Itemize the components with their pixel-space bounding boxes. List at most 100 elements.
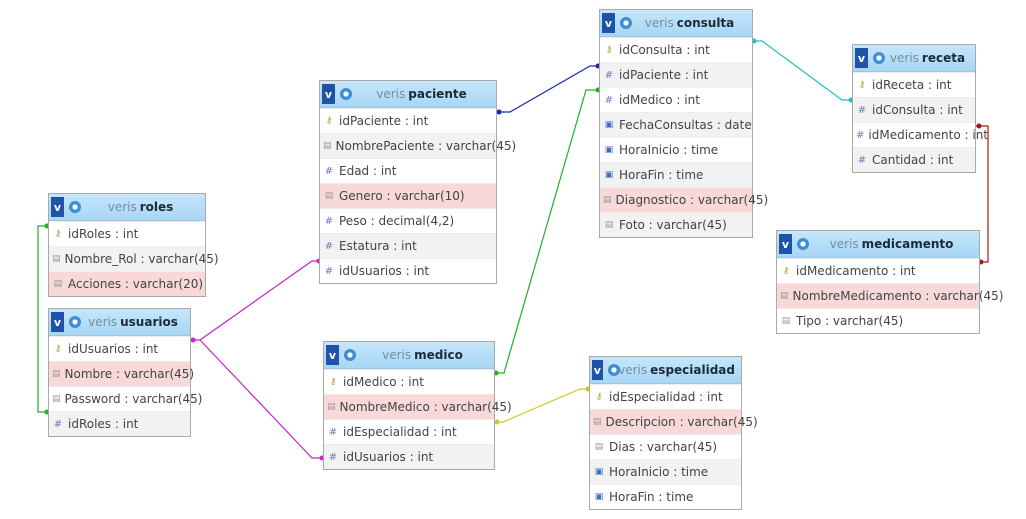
table-row[interactable]: ▣HoraFin : time (600, 162, 752, 187)
text-field-icon: ▤ (593, 417, 602, 427)
table-row[interactable]: ▤Acciones : varchar(20) (49, 271, 205, 296)
toggle-button[interactable]: v (602, 13, 615, 33)
table-row[interactable]: ▤Dias : varchar(45) (590, 434, 741, 459)
text-field-icon: ▤ (604, 220, 614, 230)
table-row[interactable]: ▣HoraInicio : time (590, 459, 741, 484)
table-row[interactable]: ⚷idConsulta : int (600, 37, 752, 62)
number-field-icon: # (857, 154, 867, 166)
table-row[interactable]: #Peso : decimal(4,2) (320, 208, 496, 233)
gear-icon[interactable] (607, 363, 620, 377)
table-row[interactable]: #idPaciente : int (600, 62, 752, 87)
gear-icon[interactable] (68, 200, 82, 214)
number-field-icon: # (604, 94, 614, 106)
relation-receta-medicamento (976, 125, 989, 263)
relation-consulta-paciente (497, 65, 600, 113)
date-field-icon: ▣ (604, 170, 614, 180)
table-row[interactable]: ⚷idRoles : int (49, 221, 205, 246)
gear-icon[interactable] (68, 315, 82, 329)
gear-icon[interactable] (872, 51, 886, 65)
table-row[interactable]: ⚷idUsuarios : int (49, 336, 190, 361)
toggle-button[interactable]: v (322, 84, 335, 104)
table-row[interactable]: ▣HoraInicio : time (600, 137, 752, 162)
number-field-icon: # (328, 451, 338, 463)
table-row[interactable]: #Estatura : int (320, 233, 496, 258)
toggle-button[interactable]: v (779, 234, 792, 254)
table-row[interactable]: ▣HoraFin : time (590, 484, 741, 509)
number-field-icon: # (856, 129, 865, 141)
key-icon: ⚷ (595, 392, 603, 402)
key-icon: ⚷ (54, 344, 62, 354)
toggle-button[interactable]: v (51, 197, 64, 217)
toggle-button[interactable]: v (592, 360, 603, 380)
number-field-icon: # (324, 215, 334, 227)
gear-icon[interactable] (619, 16, 633, 30)
toggle-button[interactable]: v (326, 345, 339, 365)
table-row[interactable]: #Edad : int (320, 158, 496, 183)
table-row[interactable]: ▤NombrePaciente : varchar(45) (320, 133, 516, 158)
table-row[interactable]: ▤NombreMedico : varchar(45) (324, 394, 512, 419)
key-icon: ⚷ (329, 377, 337, 387)
number-field-icon: # (604, 69, 614, 81)
gear-icon[interactable] (343, 348, 357, 362)
table-row[interactable]: #idEspecialidad : int (324, 419, 494, 444)
relation-medico-usuarios (199, 339, 324, 459)
toggle-button[interactable]: v (855, 48, 868, 68)
table-row[interactable]: ⚷idReceta : int (853, 72, 975, 97)
table-row[interactable]: ▤Tipo : varchar(45) (777, 308, 979, 333)
number-field-icon: # (53, 418, 63, 430)
relation-receta-consulta (752, 40, 852, 101)
table-row[interactable]: ⚷idPaciente : int (320, 108, 496, 133)
table-row[interactable]: ▤Nombre : varchar(45) (49, 361, 194, 386)
gear-icon[interactable] (796, 237, 810, 251)
table-row[interactable]: ⚷idMedicamento : int (777, 258, 979, 283)
table-row[interactable]: #idMedico : int (600, 87, 752, 112)
table-row[interactable]: #idUsuarios : int (320, 258, 496, 283)
key-icon: ⚷ (54, 229, 62, 239)
table-row[interactable]: ▤Password : varchar(45) (49, 386, 203, 411)
table-row[interactable]: ▤Nombre_Rol : varchar(45) (49, 246, 219, 271)
table-row[interactable]: ⚷idEspecialidad : int (590, 384, 741, 409)
table-row[interactable]: ▤Descripcion : varchar(45) (590, 409, 758, 434)
number-field-icon: # (324, 165, 334, 177)
table-row[interactable]: #Cantidad : int (853, 147, 975, 172)
table-row[interactable]: #idConsulta : int (853, 97, 975, 122)
table-row[interactable]: ▣FechaConsultas : date (600, 112, 752, 137)
table-row[interactable]: #idMedicamento : int (853, 122, 988, 147)
toggle-button[interactable]: v (51, 312, 64, 332)
table-row[interactable]: ▤Genero : varchar(10) (320, 183, 496, 208)
table-row[interactable]: ▤NombreMedicamento : varchar(45) (777, 283, 1003, 308)
table-row[interactable]: #idRoles : int (49, 411, 190, 436)
date-field-icon: ▣ (604, 120, 614, 130)
text-field-icon: ▤ (594, 442, 604, 452)
table-row[interactable]: ▤Diagnostico : varchar(45) (600, 187, 768, 212)
number-field-icon: # (324, 265, 334, 277)
table-row[interactable]: ⚷idMedico : int (324, 369, 494, 394)
table-row[interactable]: ▤Foto : varchar(45) (600, 212, 752, 237)
gear-icon[interactable] (339, 87, 353, 101)
table-row[interactable]: #idUsuarios : int (324, 444, 494, 469)
number-field-icon: # (857, 104, 867, 116)
text-field-icon: ▤ (52, 369, 61, 379)
text-field-icon: ▤ (780, 291, 789, 301)
